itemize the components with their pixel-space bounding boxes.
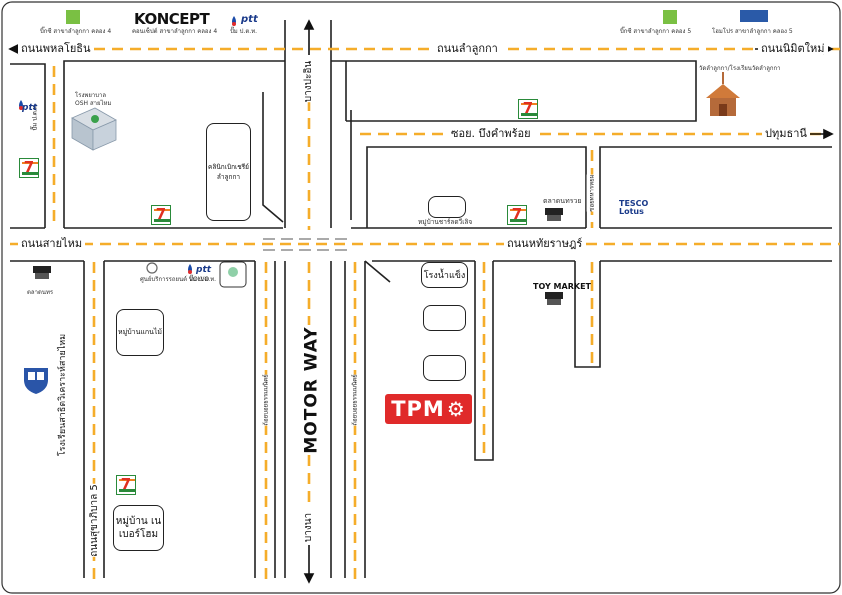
village-bottom-label: หมู่บ้าน เนเบอร์โฮม — [115, 516, 162, 540]
bigc-logo-2 — [663, 10, 677, 24]
clinic-block: คลินิกเบิกเชรีย์ ลำลูกกา — [206, 123, 251, 221]
road-label-bang-na: บางนา — [301, 512, 317, 542]
ptt-logo-left — [19, 100, 23, 110]
village-home-label: หมู่บ้านชาร์ลดวีเลิจ — [418, 218, 473, 226]
seven-eleven-icon: 7 — [151, 205, 171, 225]
market-left-label: ตลาดนทร — [27, 289, 54, 296]
bigc-label: บิ๊กซี สาขาลำลูกกา คลอง 4 — [40, 28, 112, 35]
temple-icon — [706, 72, 740, 116]
village-home-block — [428, 196, 466, 218]
road-label-side-soi: ซอยทหารหยม — [587, 174, 597, 212]
building-block — [423, 305, 466, 331]
road-label-phahon: ถนนพหลโยธิน — [18, 43, 94, 54]
village-bottom-block: หมู่บ้าน เนเบอร์โฮม — [113, 505, 164, 551]
volvo-icon — [146, 262, 158, 274]
seven-eleven-icon: 7 — [518, 99, 538, 119]
road-label-lamlukka: ถนนลำลูกกา — [434, 43, 501, 54]
tesco-label: TESCO Lotus — [619, 199, 649, 216]
ptt-mid-logo-text: ptt — [196, 265, 212, 275]
seven-eleven-icon: 7 — [19, 158, 39, 178]
volvo-label: ศูนย์บริการรถยนต์ VOLVO — [140, 276, 210, 283]
building-block — [423, 355, 466, 381]
road-label-bang-pa-in: บางปะอิน — [301, 60, 317, 102]
ptt-top-logo-text: ptt — [241, 14, 258, 25]
motorway-label: MOTOR WAY — [302, 326, 323, 454]
school-label: โรงเรียนสาธิตวิเคราะห์สายไหม — [58, 333, 68, 457]
homepro-label: โฮมโปร สาขาลำลูกกา คลอง 5 — [712, 28, 793, 35]
village-mid-label: หมู่บ้านแกนไม้ — [117, 328, 163, 336]
school-shield-icon — [24, 368, 48, 394]
bigc-logo-1 — [66, 10, 80, 24]
temple-label: วัดลำลูกกา/โรงเรียนวัดลำลูกกา — [699, 65, 781, 72]
ptt-logo-top — [232, 16, 236, 26]
seven-eleven-icon: 7 — [116, 475, 136, 495]
homepro-logo — [740, 10, 768, 22]
tpm-logo: TPM⚙ — [385, 394, 472, 424]
road-label-bueng-kham-phroi: ซอย. บึงคำพร้อย — [448, 128, 534, 139]
road-label-pathum-thani: ปทุมธานี — [762, 128, 810, 139]
clinic-label: คลินิกเบิกเชรีย์ ลำลูกกา — [208, 163, 249, 181]
ptt-mid-label: ปั๊ม ป.ต.ท. — [189, 276, 217, 283]
road-label-nimitmai: ถนนนิมิตใหม่ — [758, 43, 828, 54]
market-icon-top — [545, 208, 563, 221]
village-mid-block: หมู่บ้านแกนไม้ — [116, 309, 164, 356]
ptt-logo-mid — [188, 264, 192, 274]
gear-icon: ⚙ — [446, 397, 466, 421]
road-label-frontage-right: ถ้อยบอยธรรมมนิตย์ — [350, 374, 360, 426]
market-icon-toy — [545, 292, 563, 305]
road-label-sukhaphiban5: ถนนสุขาภิบาล 5 — [86, 483, 102, 557]
ptt-left-logo-text: ptt — [22, 103, 38, 113]
hospital-icon — [71, 107, 117, 151]
koncept-logo: KONCEPT — [134, 10, 210, 28]
bigc5-label: บิ๊กซี สาขาลำลูกกา คลอง 5 — [620, 28, 692, 35]
ptt-top-label: ปั๊ม ป.ต.ท. — [230, 28, 258, 35]
road-label-frontage-left: ถ้อยบอยธรรมมนิตย์ — [261, 374, 271, 426]
toy-market-label: TOY MARKET — [533, 282, 591, 291]
market-top-label: ตลาดนทรวย — [543, 197, 582, 205]
hospital-label: โรงพยาบาล OSH สายไหม — [75, 92, 112, 107]
road-label-sai-mai: ถนนสายไหม — [18, 238, 86, 249]
ice-factory-block: โรงน้ำแข็ง — [421, 262, 468, 288]
seven-eleven-icon: 7 — [507, 205, 527, 225]
koncept-label: คอนเซ็ปต์ สาขาลำลูกกา คลอง 4 — [132, 28, 218, 35]
market-icon-left — [33, 266, 51, 279]
ice-factory-label: โรงน้ำแข็ง — [423, 271, 466, 281]
tpm-label: TPM — [391, 397, 445, 421]
road-label-hathai-rat: ถนนหทัยราษฎร์ — [504, 238, 586, 249]
